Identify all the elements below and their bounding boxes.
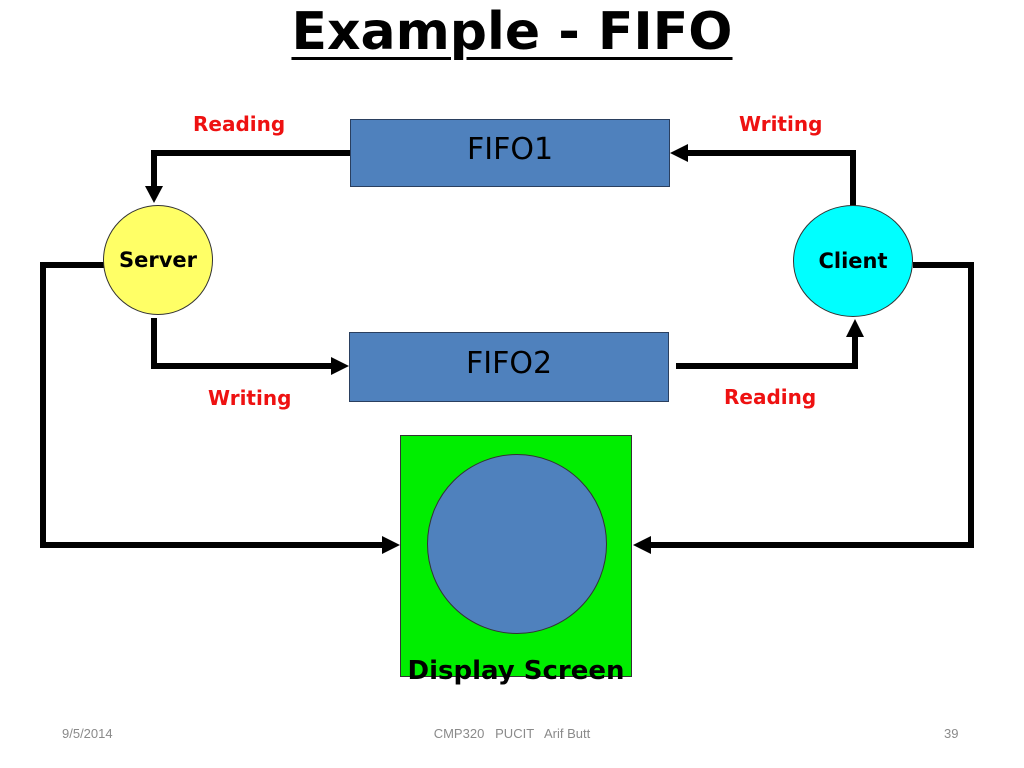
footer-center: CMP320 PUCIT Arif Butt	[433, 726, 591, 741]
arrowhead-fifo1-right	[670, 144, 688, 162]
arrowhead-display-left	[382, 536, 400, 554]
arrow-fifo1-to-server	[151, 150, 350, 190]
display-screen-caption: Display Screen	[407, 656, 625, 686]
arrowhead-display-right	[633, 536, 651, 554]
footer-date: 9/5/2014	[62, 726, 113, 741]
display-screen	[400, 435, 632, 677]
arrow-client-to-display	[650, 262, 974, 548]
client-label: Client	[818, 249, 888, 273]
arrow-fifo2-to-client	[676, 334, 858, 369]
slide-title: Example - FIFO	[291, 2, 733, 62]
footer-page-number: 39	[944, 726, 959, 741]
fifo2-label: FIFO2	[465, 346, 553, 381]
client-writing-label: Writing	[739, 112, 823, 136]
arrowhead-server-top	[145, 186, 163, 203]
server-node: Server	[103, 205, 213, 315]
client-reading-label: Reading	[724, 385, 817, 409]
server-label: Server	[118, 248, 197, 272]
arrow-server-to-display	[40, 262, 383, 548]
arrow-client-to-fifo1	[686, 150, 856, 207]
fifo1-label: FIFO1	[466, 132, 554, 167]
arrowhead-fifo2-left	[331, 357, 349, 375]
display-disc	[427, 454, 607, 634]
server-writing-label: Writing	[208, 386, 292, 410]
fifo1-box: FIFO1	[350, 119, 670, 187]
client-node: Client	[793, 205, 913, 317]
fifo2-box: FIFO2	[349, 332, 669, 402]
server-reading-label: Reading	[193, 112, 286, 136]
arrow-server-to-fifo2	[151, 318, 333, 369]
arrowhead-client-bottom	[846, 319, 864, 337]
